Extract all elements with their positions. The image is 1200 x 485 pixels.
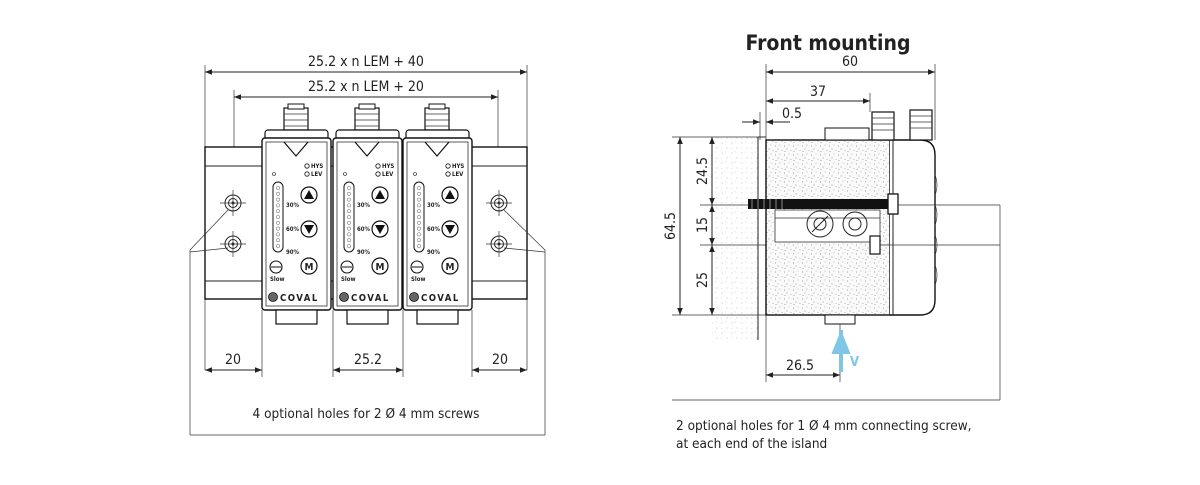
dim-bottom-label: 26.5 <box>786 358 814 374</box>
logo-dot-icon <box>339 292 349 302</box>
dim-pitch: 25.2 <box>332 310 404 377</box>
led-icon <box>445 163 451 169</box>
modules: HYSLEV30%60%90%SlowMCOVALHYSLEV30%60%90%… <box>261 103 473 325</box>
slow-knob-icon <box>410 260 424 274</box>
label-slow: Slow <box>270 276 284 283</box>
logo-dot-icon <box>268 292 278 302</box>
dim-h-25-label: 25 <box>695 272 711 288</box>
brand-text: COVAL <box>421 293 460 304</box>
connector-icon <box>909 109 933 141</box>
brand-logo: COVAL <box>339 292 390 304</box>
dim-width-total-label: 60 <box>842 54 858 70</box>
mode-label: M <box>376 262 385 273</box>
label-60: 60% <box>286 226 300 233</box>
label-30: 30% <box>357 202 371 209</box>
note-callout: 4 optional holes for 2 Ø 4 mm screws <box>189 209 546 436</box>
dim-pitch-label: 25.2 <box>354 352 382 368</box>
up-button-icon <box>300 186 318 204</box>
note-line-1: 2 optional holes for 1 Ø 4 mm connecting… <box>676 418 972 434</box>
dim-offset-label: 0.5 <box>782 106 802 122</box>
up-button-icon <box>441 186 459 204</box>
module-side-view <box>672 109 1001 401</box>
dim-overall-label: 25.2 x n LEM + 40 <box>308 54 424 70</box>
label-lev: LEV <box>311 171 323 178</box>
brand-text: COVAL <box>280 293 319 304</box>
view-title: Front mounting <box>746 31 911 55</box>
label-30: 30% <box>427 202 441 209</box>
hole-icon <box>220 231 246 257</box>
hole-icon <box>486 231 512 257</box>
label-slow: Slow <box>341 276 355 283</box>
dim-right-margin: 20 <box>471 310 527 377</box>
dim-overall: 25.2 x n LEM + 40 <box>204 54 528 370</box>
note-line-2: at each end of the island <box>676 436 827 452</box>
mode-button: M <box>441 257 459 275</box>
right-view: Front mounting 60 37 0.5 <box>663 31 1001 452</box>
mounting-holes <box>220 190 512 257</box>
dim-h-24-5-label: 24.5 <box>695 157 711 185</box>
led-icon <box>375 163 381 169</box>
dim-left-margin: 20 <box>205 310 263 377</box>
dim-width-37-label: 37 <box>810 84 826 100</box>
valve-icon <box>806 210 868 238</box>
label-lev: LEV <box>382 171 394 178</box>
mode-button: M <box>371 257 389 275</box>
arrow-label: V <box>850 355 859 370</box>
mounting-wall <box>712 136 766 340</box>
hole-icon <box>220 190 246 216</box>
label-90: 90% <box>357 249 371 256</box>
down-button-icon <box>371 220 389 238</box>
dim-width-total: 60 <box>765 54 936 140</box>
left-view: 25.2 x n LEM + 40 25.2 x n LEM + 20 <box>189 54 546 436</box>
mode-button: M <box>300 257 318 275</box>
connector-icon <box>354 103 380 131</box>
dim-heights: 64.5 24.5 15 25 <box>663 136 766 316</box>
down-button-icon <box>300 220 318 238</box>
brand-logo: COVAL <box>409 292 460 304</box>
note-holes: 4 optional holes for 2 Ø 4 mm screws <box>253 406 480 422</box>
led-icon <box>375 171 381 177</box>
led-icon <box>445 171 451 177</box>
brand-logo: COVAL <box>268 292 319 304</box>
connector-icon <box>424 103 450 131</box>
dim-h-15-label: 15 <box>695 217 711 233</box>
label-lev: LEV <box>452 171 464 178</box>
label-hys: HYS <box>382 163 394 170</box>
label-90: 90% <box>286 249 300 256</box>
dim-left-margin-label: 20 <box>225 352 241 368</box>
up-button-icon <box>371 186 389 204</box>
vacuum-arrow-icon: V <box>831 330 859 372</box>
screw-icon <box>748 193 899 215</box>
logo-dot-icon <box>409 292 419 302</box>
label-slow: Slow <box>411 276 425 283</box>
label-hys: HYS <box>311 163 323 170</box>
label-90: 90% <box>427 249 441 256</box>
slow-knob-icon <box>269 260 283 274</box>
led-icon <box>304 163 310 169</box>
hole-icon <box>486 190 512 216</box>
mode-label: M <box>305 262 314 273</box>
brand-text: COVAL <box>351 293 390 304</box>
dim-right-margin-label: 20 <box>492 352 508 368</box>
dim-width-37: 37 <box>766 84 871 112</box>
label-60: 60% <box>427 226 441 233</box>
dim-offset: 0.5 <box>742 106 802 140</box>
led-icon <box>304 171 310 177</box>
connector-icon <box>283 103 309 131</box>
connector-icon <box>871 111 895 141</box>
label-hys: HYS <box>452 163 464 170</box>
mode-label: M <box>446 262 455 273</box>
dim-inner-label: 25.2 x n LEM + 20 <box>308 79 424 95</box>
label-60: 60% <box>357 226 371 233</box>
dim-bottom-26-5: 26.5 <box>765 315 841 382</box>
slow-knob-icon <box>340 260 354 274</box>
down-button-icon <box>441 220 459 238</box>
dim-height-total-label: 64.5 <box>663 212 679 240</box>
label-30: 30% <box>286 202 300 209</box>
